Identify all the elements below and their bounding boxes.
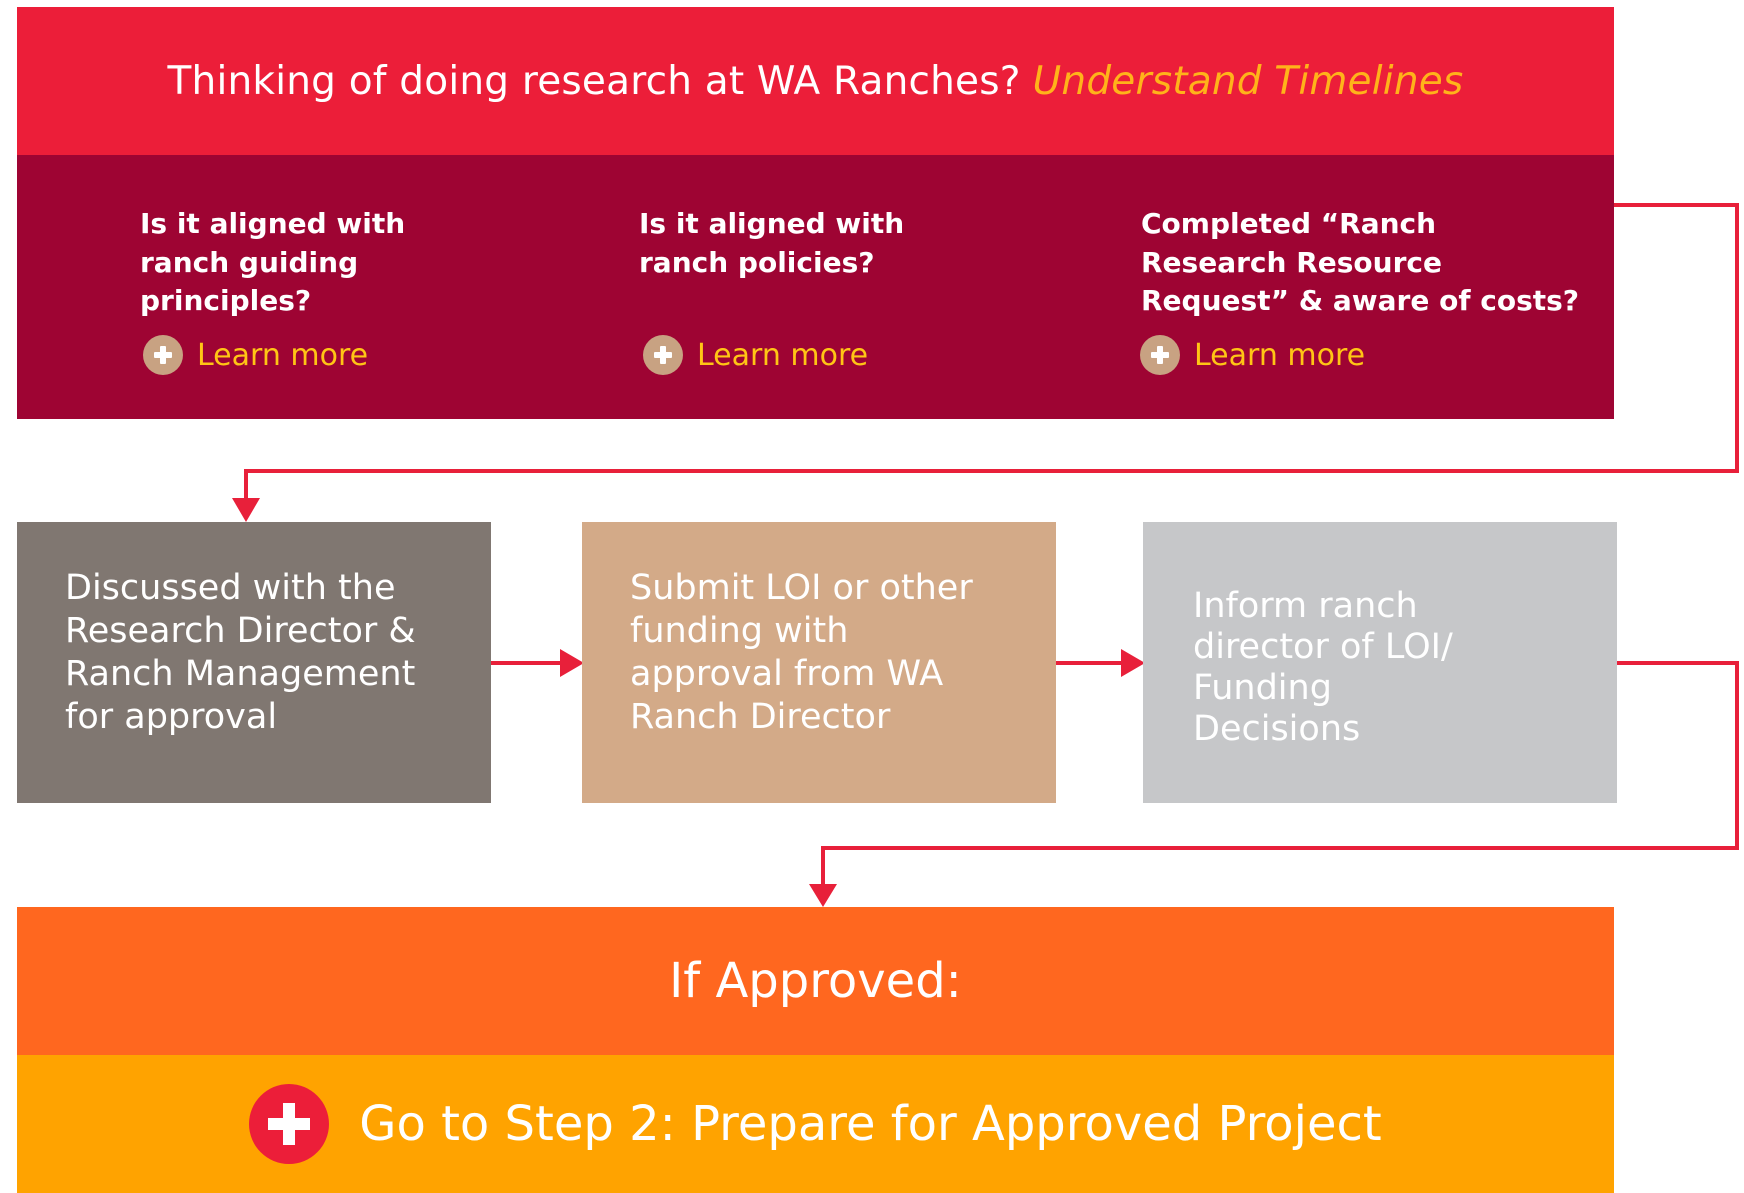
step-inform-director: Inform ranch director of LOI/ Funding De… [1143,522,1617,803]
step-line: approval from WA [630,654,944,694]
arrow-right-icon [560,649,584,677]
step-line: Ranch Management [65,654,416,694]
check-question-line: Research Resource [1141,245,1442,279]
next-step-button[interactable]: Go to Step 2: Prepare for Approved Proje… [17,1055,1614,1193]
arrow-down-icon [809,884,837,907]
step-line: funding with [630,611,849,651]
check-question-line: ranch guiding [140,245,359,279]
checks-panel: Is it aligned with ranch guiding princip… [17,155,1614,419]
header-banner: Thinking of doing research at WA Ranches… [17,7,1614,155]
step-line: Funding [1193,668,1332,708]
check-question-line: principles? [140,284,312,317]
next-step-label: Go to Step 2: Prepare for Approved Proje… [359,1096,1382,1152]
check-question-line: Request” & aware of costs? [1141,284,1580,317]
header-highlight-link[interactable]: Understand Timelines [1032,58,1464,104]
arrow-down-icon [232,498,260,522]
header-title: Thinking of doing research at WA Ranches… [167,58,1021,104]
check-question-line: Is it aligned with [140,207,406,240]
step-line: Submit LOI or other [630,568,973,608]
step-line: Decisions [1193,709,1361,749]
check-ranch-policies: Is it aligned with ranch policies? [639,205,904,282]
plus-circle-icon [143,335,183,375]
check-question-line: Completed “Ranch [1141,207,1437,240]
check-resource-request: Completed “Ranch Research Resource Reque… [1141,205,1579,321]
step-line: Ranch Director [630,697,891,737]
learn-more-label: Learn more [697,337,869,373]
learn-more-guiding-principles[interactable]: Learn more [143,335,368,375]
if-approved-label: If Approved: [669,953,962,1009]
step-line: Discussed with the [65,568,396,608]
plus-circle-icon [1140,335,1180,375]
plus-circle-icon [249,1084,330,1164]
check-guiding-principles: Is it aligned with ranch guiding princip… [140,205,405,321]
learn-more-ranch-policies[interactable]: Learn more [643,335,868,375]
learn-more-label: Learn more [1194,337,1366,373]
step-line: for approval [65,697,278,737]
check-question-line: Is it aligned with [639,207,905,240]
learn-more-label: Learn more [197,337,369,373]
step-submit-loi: Submit LOI or other funding with approva… [582,522,1056,803]
step-line: Inform ranch [1193,586,1418,626]
if-approved-banner: If Approved: [17,907,1614,1055]
learn-more-resource-request[interactable]: Learn more [1140,335,1365,375]
step-line: Research Director & [65,611,416,651]
step-discuss-approval: Discussed with the Research Director & R… [17,522,491,803]
arrow-right-icon [1121,649,1145,677]
step-line: director of LOI/ [1193,627,1453,667]
check-question-line: ranch policies? [639,245,875,279]
plus-circle-icon [643,335,683,375]
